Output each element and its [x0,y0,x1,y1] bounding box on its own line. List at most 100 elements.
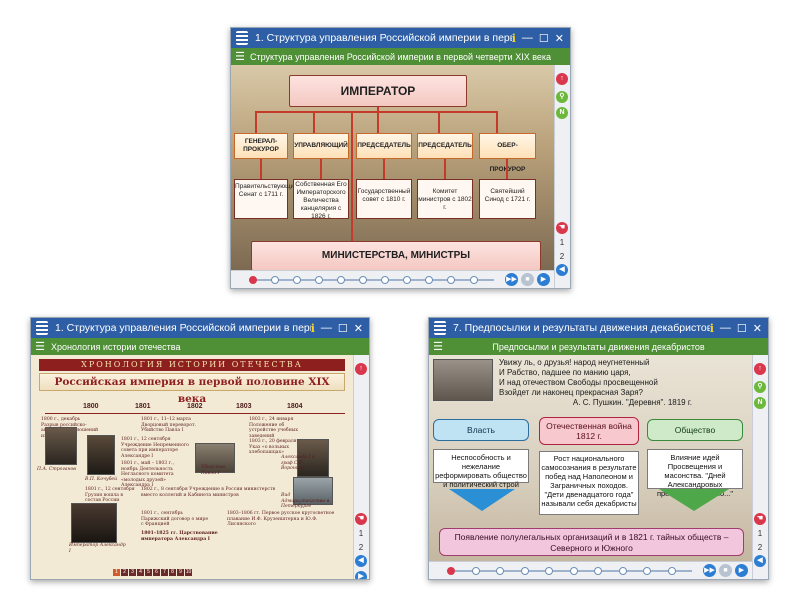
notes-icon[interactable]: N [556,107,568,119]
chronology-banner: Российская империя в первой половине XIX… [39,373,345,405]
page-button[interactable]: 2 [121,569,128,576]
export-icon[interactable]: ↑ [556,73,568,85]
painting-image[interactable] [293,477,333,505]
export-icon[interactable]: ↑ [355,363,367,375]
maximize-icon[interactable]: ☐ [337,322,348,335]
connector [260,159,262,179]
timeline-dot[interactable] [425,276,434,284]
page-number[interactable]: 1 [358,529,364,538]
timeline-dot[interactable] [315,276,324,284]
play-icon[interactable]: ▶▶ [703,564,716,577]
portrait-image[interactable] [45,427,77,465]
page-button[interactable]: 5 [145,569,152,576]
painting-image[interactable] [433,359,493,401]
body-box-state-council: Государственный совет с 1810 г. [356,179,412,219]
page-button[interactable]: 7 [161,569,168,576]
info-icon[interactable]: i [709,321,714,335]
timeline-dot[interactable] [545,567,553,575]
stop-icon[interactable]: ■ [719,564,732,577]
timeline-dot[interactable] [469,276,478,284]
page-button[interactable]: 10 [185,569,192,576]
page-button[interactable]: 1 [113,569,120,576]
timeline-dot[interactable] [403,276,412,284]
minimize-icon[interactable]: — [320,322,332,334]
info-icon[interactable]: i [511,31,516,45]
right-rail: ↑ ⚲ N ☚ 1 2 ◀ [554,65,570,288]
slide-stage: Увижу ль, о друзья! народ неугнетенный И… [429,355,752,561]
app-logo-icon [231,28,253,48]
connector [444,159,446,179]
page-number[interactable]: 2 [757,543,763,552]
timeline-dot[interactable] [447,276,456,284]
portrait-image[interactable] [297,439,329,477]
maximize-icon[interactable]: ☐ [538,32,549,45]
event-text: 1803 г., 24 января Положение об устройст… [249,417,298,439]
timeline-dot[interactable] [594,567,602,575]
play-icon[interactable]: ▶▶ [505,273,518,286]
page-button[interactable]: 8 [169,569,176,576]
painting-image[interactable] [195,443,235,473]
portrait-image[interactable] [87,435,115,475]
timeline-dot[interactable] [618,567,627,575]
page-number[interactable]: 2 [358,543,364,552]
stop-icon[interactable]: ■ [521,273,534,286]
timeline-dot[interactable] [359,276,368,284]
timeline-dot[interactable] [569,567,578,575]
pointer-icon[interactable]: ☚ [556,222,568,234]
slide-stage: ИМПЕРАТОР ГЕНЕРАЛ-ПРОКУРОР УПРАВЛЯЮЩИЙ П… [231,65,554,270]
menu-icon[interactable]: ☰ [35,341,45,353]
close-icon[interactable]: ✕ [554,32,564,45]
timeline-dot[interactable] [293,276,302,284]
timeline-dot[interactable] [643,567,651,575]
slide-title: Хронология истории отечества [51,341,181,352]
next-icon[interactable]: ▶ [537,273,550,286]
timeline-track[interactable] [447,567,692,575]
page-number[interactable]: 1 [757,529,763,538]
page-button[interactable]: 4 [137,569,144,576]
timeline-dot[interactable] [667,567,676,575]
export-icon[interactable]: ↑ [754,363,766,375]
timeline-dot[interactable] [381,276,390,284]
page-button[interactable]: 9 [177,569,184,576]
timeline-dot[interactable] [271,276,280,284]
close-icon[interactable]: ✕ [752,322,762,335]
timeline-dot[interactable] [337,276,346,284]
card-war: Рост национального самосознания в резуль… [539,451,639,515]
pointer-icon[interactable]: ☚ [754,513,766,525]
official-box-2: УПРАВЛЯЮЩИЙ [293,133,349,159]
notes-icon[interactable]: N [754,397,766,409]
prev-slide-icon[interactable]: ◀ [556,264,568,276]
maximize-icon[interactable]: ☐ [736,322,747,335]
sub-bar: ☰ Хронология истории отечества [31,338,369,355]
next-slide-icon[interactable]: ▶ [355,571,367,579]
page-button[interactable]: 6 [153,569,160,576]
timeline-dot[interactable] [520,567,529,575]
year-label: 1802 [187,403,203,410]
page-button[interactable]: 3 [129,569,136,576]
prev-slide-icon[interactable]: ◀ [754,555,766,567]
zoom-icon[interactable]: ⚲ [754,381,766,393]
timeline-dot[interactable] [471,567,480,575]
menu-icon[interactable]: ☰ [433,341,443,353]
timeline-dot[interactable] [447,567,455,575]
sub-bar: ☰ Предпосылки и результаты движения дека… [429,338,768,355]
close-icon[interactable]: ✕ [353,322,363,335]
page-number[interactable]: 1 [559,238,565,247]
page-number[interactable]: 2 [559,252,565,261]
minimize-icon[interactable]: — [521,32,533,44]
zoom-icon[interactable]: ⚲ [556,91,568,103]
info-icon[interactable]: i [310,321,315,335]
minimize-icon[interactable]: — [719,322,731,334]
head-war-1812: Отечественная война 1812 г. [539,417,639,445]
pagination: 1 2 3 4 5 6 7 8 9 10 [113,569,192,576]
timeline-bar: ▶▶ ■ ▶ [429,561,752,579]
next-icon[interactable]: ▶ [735,564,748,577]
timeline-track[interactable] [249,276,494,284]
prev-slide-icon[interactable]: ◀ [355,555,367,567]
timeline-dot[interactable] [496,567,504,575]
connector [320,159,322,179]
pointer-icon[interactable]: ☚ [355,513,367,525]
portrait-image[interactable] [71,503,117,543]
timeline-dot[interactable] [249,276,257,284]
menu-icon[interactable]: ☰ [235,51,245,63]
